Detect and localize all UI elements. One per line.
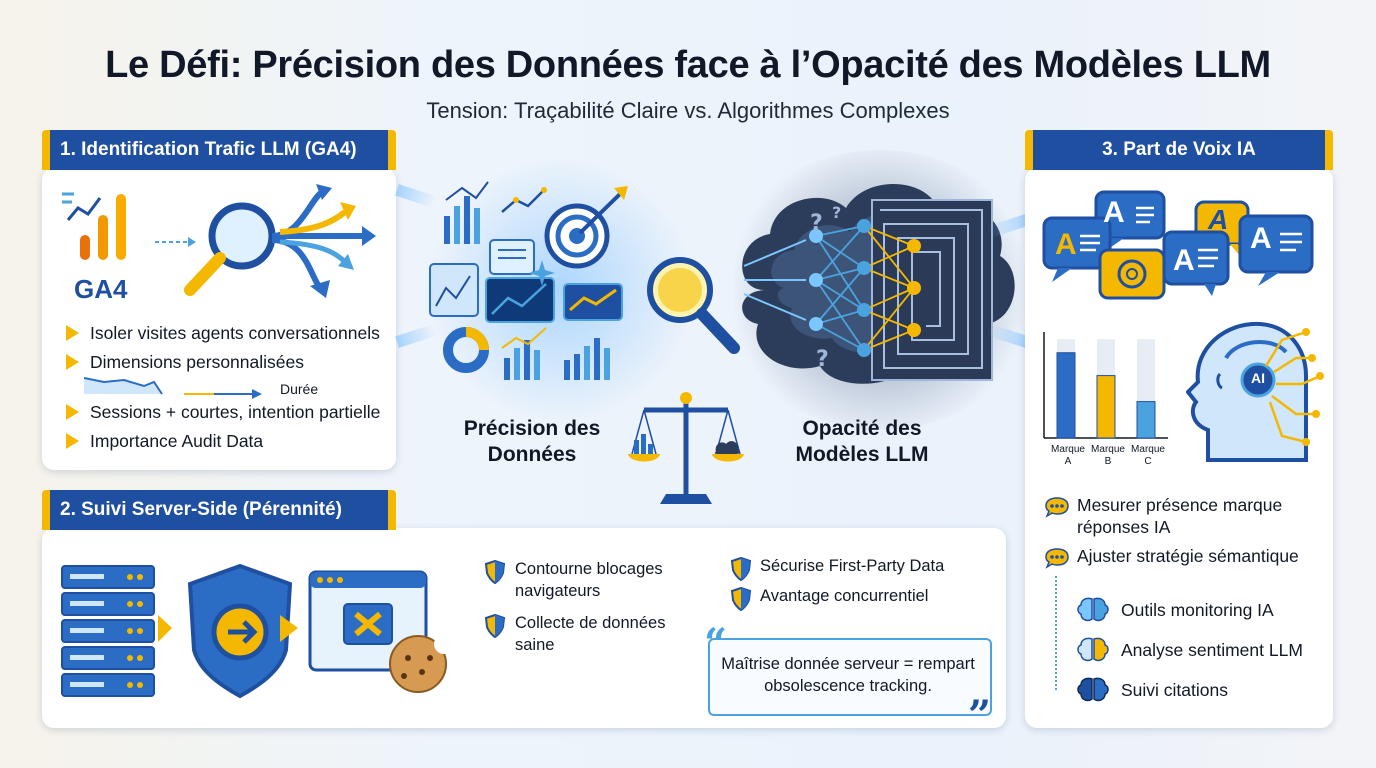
sov-point: Mesurer présence marque réponses IA xyxy=(1044,494,1324,538)
shield-icon xyxy=(730,587,752,611)
tool-item: Outils monitoring IA xyxy=(1076,596,1326,622)
bubble-letter: A xyxy=(1173,244,1195,277)
chat-bubble-icon xyxy=(1045,497,1069,518)
server-point: Contourne blocages navigateurs xyxy=(484,558,704,602)
sov-point: Ajuster stratégie sémantique xyxy=(1044,545,1324,569)
open-quote-icon: “ xyxy=(704,620,728,667)
close-quote-icon: ” xyxy=(968,692,992,739)
panel-server-side-title: 2. Suivi Server-Side (Pérennité) xyxy=(42,490,396,530)
server-point: Collecte de données saine xyxy=(484,612,704,656)
precision-label: Précision des Données xyxy=(463,417,601,466)
chat-bubbles-illustration xyxy=(1042,190,1314,300)
duration-label: Durée xyxy=(280,381,319,397)
shield-icon xyxy=(484,614,506,638)
server-point: Sécurise First-Party Data xyxy=(730,555,990,581)
llm-opacity-illustration: ??? xyxy=(742,184,1015,384)
tools-tree-line xyxy=(1055,576,1057,690)
server-point: Avantage concurrentiel xyxy=(730,585,990,611)
bubble-letter: A xyxy=(1208,204,1229,235)
balance-scale-icon xyxy=(628,392,744,504)
bar-marque-a xyxy=(1056,352,1076,439)
page-title: Le Défi: Précision des Données face à l’… xyxy=(105,44,1271,86)
arrow-bullet-icon xyxy=(66,325,79,341)
tool-item: Analyse sentiment LLM xyxy=(1076,636,1326,662)
bullet-item: Isoler visites agents conversationnels xyxy=(48,322,393,351)
precision-illustration xyxy=(429,181,740,380)
ga4-illustration xyxy=(62,184,376,298)
panel-ga4-bullets: Isoler visites agents conversationnels D… xyxy=(48,322,393,459)
brain-icon xyxy=(1077,677,1109,702)
panel-share-of-voice-title: 3. Part de Voix IA xyxy=(1025,130,1333,170)
arrow-bullet-icon xyxy=(66,404,79,420)
server-side-illustration xyxy=(61,563,454,699)
brain-icon xyxy=(1077,597,1109,622)
bullet-item: Sessions + courtes, intention partielle xyxy=(48,401,393,430)
arrow-bullet-icon xyxy=(66,354,79,370)
chat-bubble-icon xyxy=(1045,548,1069,569)
quote-box xyxy=(708,638,992,716)
shield-icon xyxy=(484,560,506,584)
shield-icon xyxy=(730,557,752,581)
brand-bar-chart xyxy=(1043,332,1168,439)
chart-category-label: Marque A xyxy=(1051,444,1085,467)
chart-category-label: Marque B xyxy=(1091,444,1125,467)
svg-text:?: ? xyxy=(832,203,841,222)
bar-marque-c xyxy=(1136,401,1156,439)
bubble-letter: A xyxy=(1250,222,1272,255)
duration-mini-chart xyxy=(84,377,262,399)
bar-marque-b xyxy=(1096,375,1116,439)
bullet-item: Importance Audit Data xyxy=(48,430,393,459)
ai-head-illustration xyxy=(1186,321,1324,462)
ga4-logo-text: GA4 xyxy=(74,274,128,304)
tool-item: Suivi citations xyxy=(1076,676,1326,702)
arrow-bullet-icon xyxy=(66,433,79,449)
chart-category-label: Marque C xyxy=(1131,444,1165,467)
brain-icon xyxy=(1077,637,1109,662)
svg-text:?: ? xyxy=(816,347,829,372)
panel-ga4-title: 1. Identification Trafic LLM (GA4) xyxy=(42,130,396,170)
svg-text:?: ? xyxy=(810,211,823,236)
bubble-letter: A xyxy=(1055,228,1077,261)
bullet-item: Dimensions personnalisées xyxy=(48,351,393,401)
page-subtitle: Tension: Traçabilité Claire vs. Algorith… xyxy=(426,98,950,123)
opacity-label: Opacité des Modèles LLM xyxy=(795,417,929,466)
quote-text: Maîtrise donnée serveur = rempart obsole… xyxy=(721,655,975,695)
bubble-letter: A xyxy=(1103,196,1125,229)
ai-badge: AI xyxy=(1251,370,1265,386)
